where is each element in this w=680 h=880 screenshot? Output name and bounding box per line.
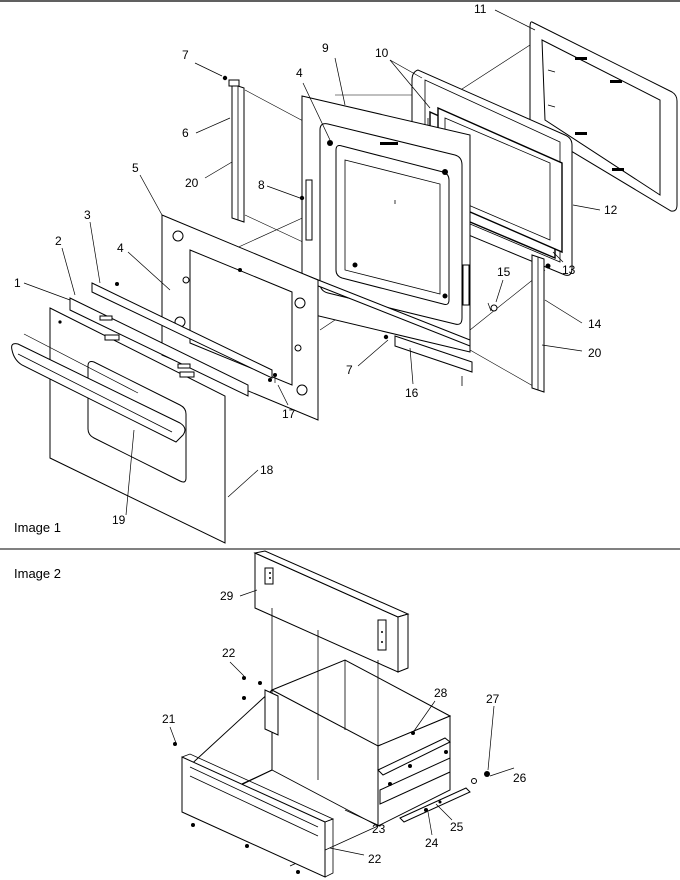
callout-24: 24 — [425, 836, 439, 850]
hinge-channel-6 — [228, 79, 245, 223]
callout-15: 15 — [497, 265, 511, 279]
callout-labels-image2: 29 22 21 28 27 26 25 24 23 22 — [162, 589, 527, 866]
callout-26: 26 — [513, 771, 527, 785]
callout-7-bottom: 7 — [346, 363, 353, 377]
door-frame-11 — [529, 21, 678, 212]
screw-15 — [487, 302, 498, 312]
callout-21: 21 — [162, 712, 176, 726]
screws-17 — [273, 373, 277, 383]
callout-10: 10 — [375, 46, 389, 60]
drawer-screws — [173, 676, 490, 874]
callout-7-top: 7 — [182, 48, 189, 62]
vent-trim-3 — [91, 282, 273, 382]
callout-25: 25 — [450, 820, 464, 834]
callout-4-left: 4 — [117, 241, 124, 255]
screws-7-8 — [222, 75, 551, 340]
callout-labels-image1: 1 2 3 4 5 6 7 20 8 4 9 10 11 12 13 15 14… — [14, 2, 618, 527]
door-assembly: 1 2 3 4 5 6 7 20 8 4 9 10 11 12 13 15 14… — [11, 2, 678, 544]
callout-27: 27 — [486, 692, 500, 706]
callout-23: 23 — [372, 822, 386, 836]
drawer-box — [184, 608, 452, 867]
callout-5: 5 — [132, 161, 139, 175]
callout-19: 19 — [112, 513, 126, 527]
callout-3: 3 — [84, 208, 91, 222]
callout-13: 13 — [562, 263, 576, 277]
callout-1: 1 — [14, 276, 21, 290]
callout-leaders-image2 — [169, 589, 515, 856]
callout-16: 16 — [405, 386, 419, 400]
callout-11: 11 — [474, 2, 487, 16]
callout-leaders-image1 — [23, 9, 601, 516]
callout-18: 18 — [260, 463, 274, 477]
drawer-assembly: Image 2 — [14, 550, 527, 878]
callout-29: 29 — [220, 589, 234, 603]
callout-17: 17 — [282, 407, 296, 421]
callout-20-right: 20 — [588, 346, 602, 360]
vent-trim-2 — [69, 297, 249, 397]
inner-door-panel-9 — [301, 95, 471, 353]
section-label-image1: Image 1 — [14, 520, 61, 535]
callout-22-top: 22 — [222, 646, 236, 660]
callout-2: 2 — [55, 234, 62, 248]
hinge-channel-14 — [531, 254, 545, 393]
callout-4-top: 4 — [296, 66, 303, 80]
callout-12: 12 — [604, 203, 618, 217]
door-handle-19 — [11, 343, 186, 443]
drawer-front-21 — [181, 753, 335, 878]
bottom-trim-16 — [297, 271, 473, 386]
callout-20-left: 20 — [185, 176, 199, 190]
callout-14: 14 — [588, 317, 602, 331]
callout-8: 8 — [258, 178, 265, 192]
section-label-image2: Image 2 — [14, 566, 61, 581]
callout-6: 6 — [182, 126, 189, 140]
callout-28: 28 — [434, 686, 448, 700]
callout-22-bottom: 22 — [368, 852, 382, 866]
drawer-back-panel-29 — [253, 550, 410, 673]
slide-rail-25 — [399, 787, 471, 823]
callout-9: 9 — [322, 41, 329, 55]
